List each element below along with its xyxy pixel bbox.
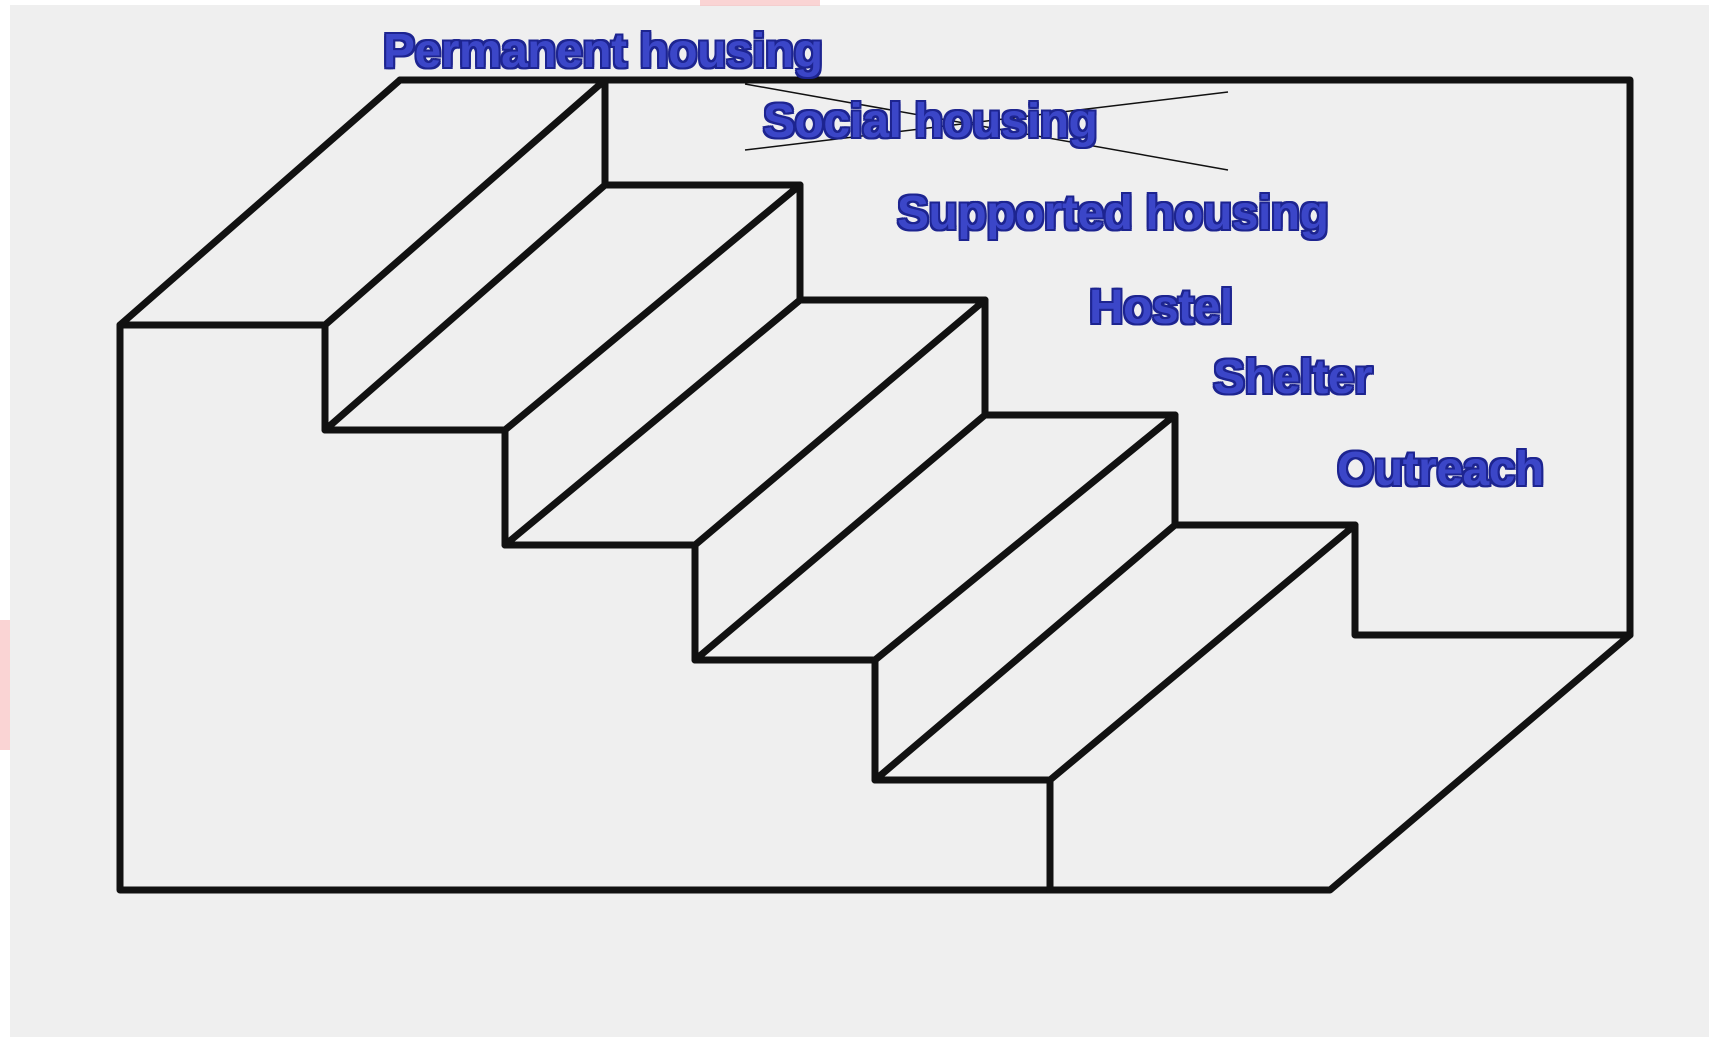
step-label-shelter: Shelter [1213, 351, 1373, 404]
step-label-hostel: Hostel [1089, 281, 1233, 334]
step-label-social-housing: Social housing [763, 95, 1098, 148]
step-label-supported-housing: Supported housing [897, 187, 1329, 240]
step-label-permanent-housing: Permanent housing [383, 25, 823, 78]
stair-front-profile [116, 321, 1054, 894]
strike-line-2 [744, 91, 1229, 151]
red-edge-mark-top [700, 0, 820, 6]
step-label-outreach: Outreach [1337, 443, 1544, 496]
strike-line-1 [744, 83, 1229, 171]
stair-depth-edges [116, 76, 1634, 894]
red-edge-mark-left [0, 620, 10, 750]
stair-back-profile [396, 76, 1634, 639]
